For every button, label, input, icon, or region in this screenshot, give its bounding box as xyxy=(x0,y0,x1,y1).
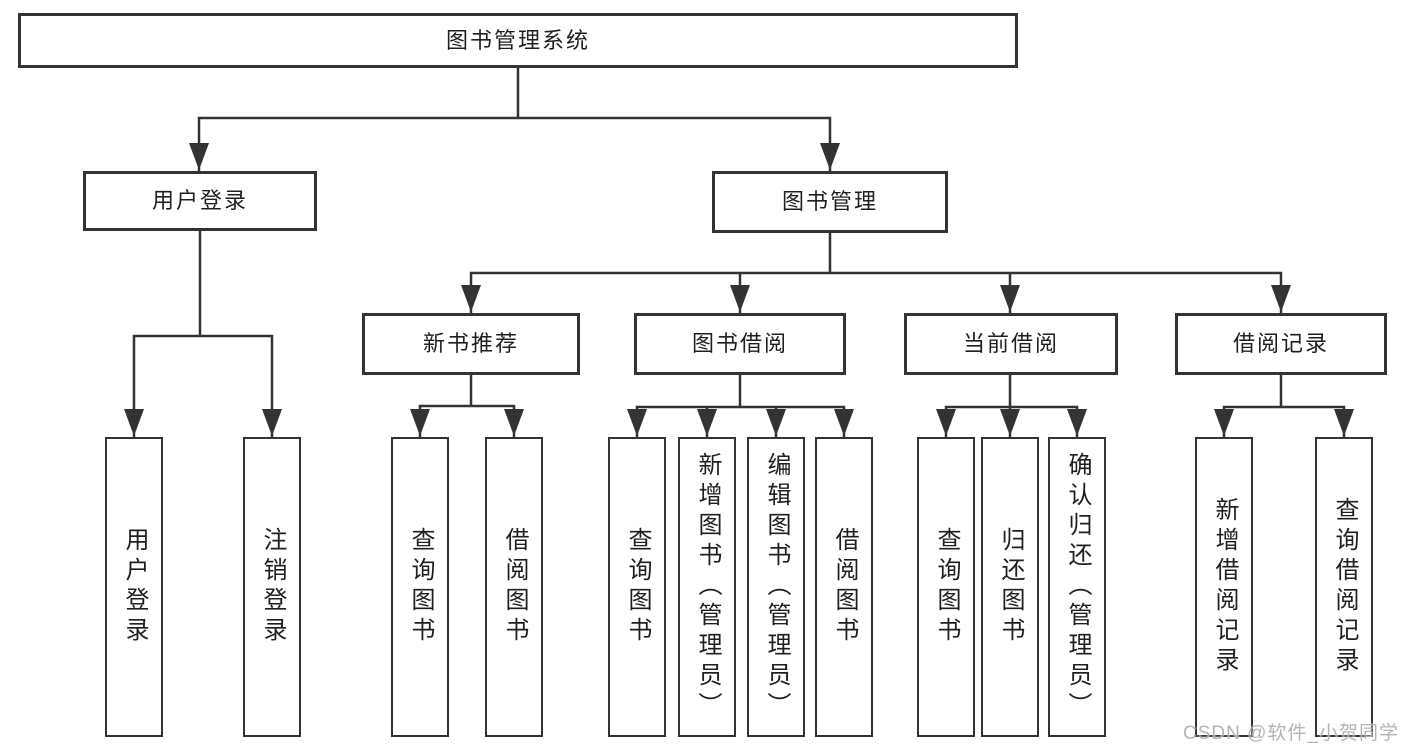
node-borrow-records: 借阅记录 xyxy=(1175,313,1387,375)
node-newbook-query-books: 查询图书 xyxy=(391,437,449,737)
node-logout: 注销登录 xyxy=(243,437,301,737)
connector-new-book-recommend-to-children xyxy=(410,373,524,438)
node-borrowing-borrow-books: 借阅图书 xyxy=(815,437,873,737)
node-current-query-books: 查询图书 xyxy=(917,437,975,737)
node-borrowing-edit-books-admin: 编辑图书（管理员） xyxy=(747,437,805,737)
csdn-watermark: CSDN @软件_小贺同学 xyxy=(1183,723,1399,744)
node-borrowing-add-books-admin: 新增图书（管理员） xyxy=(678,437,736,737)
node-user-login-group: 用户登录 xyxy=(83,171,317,231)
connector-book-mgmt-to-level3 xyxy=(461,231,1291,314)
connector-borrow-records-to-children xyxy=(1214,373,1354,438)
node-current-confirm-return-admin: 确认归还（管理员） xyxy=(1048,437,1106,737)
node-book-borrowing: 图书借阅 xyxy=(634,313,846,375)
node-current-borrowing: 当前借阅 xyxy=(904,313,1118,375)
node-book-management: 图书管理 xyxy=(712,171,948,233)
node-new-book-recommend: 新书推荐 xyxy=(362,313,580,375)
node-borrowing-query-books: 查询图书 xyxy=(608,437,666,737)
connector-root-to-level2 xyxy=(189,66,840,172)
connector-book-borrowing-to-children xyxy=(627,373,854,438)
node-newbook-borrow-books: 借阅图书 xyxy=(485,437,543,737)
node-user-login: 用户登录 xyxy=(105,437,163,737)
connector-user-login-to-children xyxy=(124,229,282,438)
node-records-add-borrow-record: 新增借阅记录 xyxy=(1195,437,1253,737)
node-current-return-books: 归还图书 xyxy=(981,437,1039,737)
node-records-query-borrow-record: 查询借阅记录 xyxy=(1315,437,1373,737)
node-root: 图书管理系统 xyxy=(18,13,1018,68)
connector-current-borrowing-to-children xyxy=(936,373,1087,438)
